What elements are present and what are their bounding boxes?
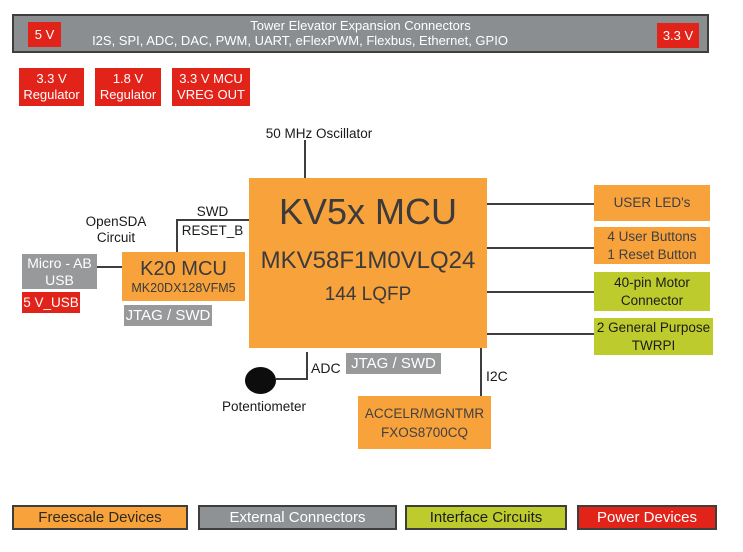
k20-mcu-part-number: MK20DX128VFM5 — [131, 281, 236, 295]
user-leds-box: USER LED's — [594, 185, 710, 221]
reset-b-label: RESET_B — [181, 223, 244, 238]
legend-external-connectors: External Connectors — [198, 505, 397, 530]
i2c-label: I2C — [486, 368, 508, 384]
swd-reset-connector-line — [176, 219, 249, 221]
tower-elevator-bar-signals: I2S, SPI, ADC, DAC, PWM, UART, eFlexPWM,… — [92, 33, 508, 48]
oscillator-connector-line — [304, 140, 306, 178]
mcu-vreg-out-box: 3.3 V MCU VREG OUT — [172, 68, 250, 106]
oscillator-label: 50 MHz Oscillator — [265, 126, 373, 141]
potentiometer-connector-line-h — [276, 378, 308, 380]
legend-freescale-devices: Freescale Devices — [12, 505, 188, 530]
adc-label: ADC — [311, 360, 341, 376]
legend-power-devices: Power Devices — [577, 505, 717, 530]
power-badge-3v3: 3.3 V — [657, 23, 699, 48]
k20-mcu-title: K20 MCU — [140, 258, 227, 280]
kv5x-mcu-package: 144 LQFP — [324, 284, 412, 305]
swd-label: SWD — [196, 204, 229, 219]
kv5x-jtag-swd-box: JTAG / SWD — [346, 353, 441, 374]
potentiometer-connector-line-v — [306, 352, 308, 380]
regulator-3v3-box: 3.3 V Regulator — [19, 68, 84, 106]
usb-power-badge: 5 V_USB — [22, 292, 80, 313]
k20-swd-drop-line — [176, 219, 178, 252]
tower-elevator-bar — [12, 14, 709, 53]
legend-interface-circuits: Interface Circuits — [405, 505, 567, 530]
twrpi-connector-line — [487, 333, 594, 335]
tower-elevator-bar-title: Tower Elevator Expansion Connectors — [250, 18, 471, 33]
kv5x-mcu-part-number: MKV58F1M0VLQ24 — [260, 247, 476, 274]
user-leds-connector-line — [487, 203, 594, 205]
opensda-label-line1: OpenSDA — [85, 214, 147, 229]
regulator-1v8-box: 1.8 V Regulator — [95, 68, 161, 106]
micro-ab-usb-box: Micro - AB USB — [22, 254, 97, 289]
twrpi-box: 2 General Purpose TWRPI — [594, 318, 713, 355]
buttons-connector-line — [487, 247, 594, 249]
usb-k20-connector-line — [97, 266, 122, 268]
opensda-label-line2: Circuit — [96, 230, 136, 245]
accelerometer-box: ACCELR/MGNTMR FXOS8700CQ — [358, 396, 491, 449]
user-buttons-box: 4 User Buttons 1 Reset Button — [594, 227, 710, 264]
kv5x-mcu-title: KV5x MCU — [278, 191, 458, 232]
potentiometer-icon — [245, 367, 276, 394]
motor-connector-box: 40-pin Motor Connector — [594, 272, 710, 311]
kv5x-mcu-block: KV5x MCU MKV58F1M0VLQ24 144 LQFP — [249, 178, 487, 348]
potentiometer-label: Potentiometer — [221, 399, 307, 414]
k20-jtag-swd-box: JTAG / SWD — [124, 305, 212, 326]
k20-mcu-block: K20 MCU MK20DX128VFM5 — [122, 252, 245, 301]
motor-connector-line — [487, 291, 594, 293]
i2c-connector-line — [480, 348, 482, 396]
power-badge-5v: 5 V — [28, 22, 61, 47]
